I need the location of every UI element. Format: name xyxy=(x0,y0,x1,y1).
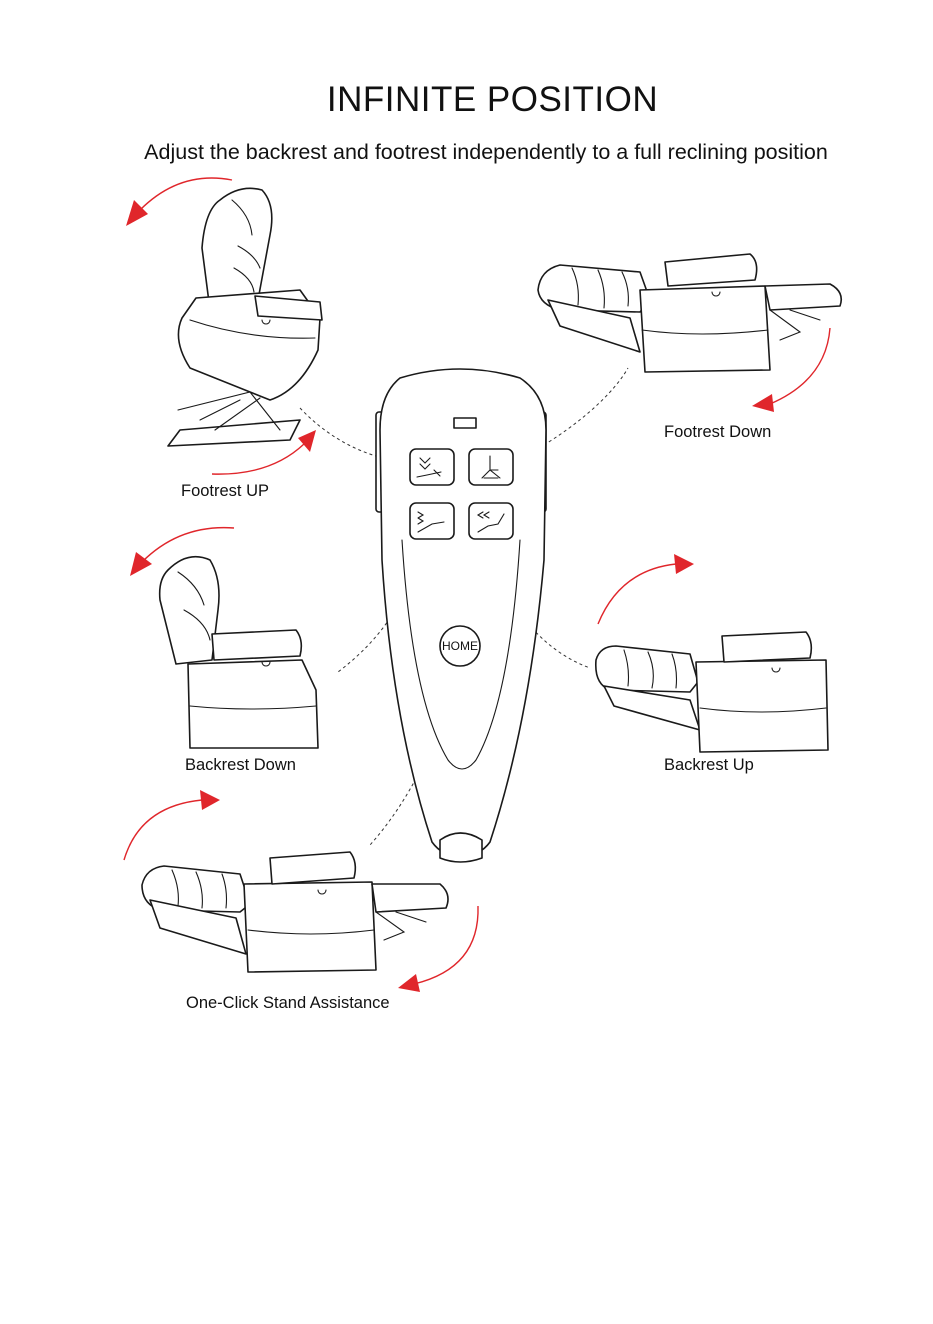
backrest-down-button[interactable] xyxy=(410,503,454,539)
arrow-backrest-up xyxy=(598,554,694,624)
home-button[interactable]: HOME xyxy=(440,626,480,666)
caption-stand-assist: One-Click Stand Assistance xyxy=(186,994,390,1013)
backrest-up-button[interactable] xyxy=(469,503,513,539)
chair-stand-assist xyxy=(142,852,448,972)
home-button-label: HOME xyxy=(442,639,478,653)
footrest-down-button[interactable] xyxy=(469,449,513,485)
chair-footrest-down xyxy=(538,254,841,372)
remote-control: HOME xyxy=(376,369,546,862)
caption-backrest-up: Backrest Up xyxy=(664,756,754,775)
footrest-up-button[interactable] xyxy=(410,449,454,485)
caption-footrest-up: Footrest UP xyxy=(181,482,269,501)
caption-footrest-down: Footrest Down xyxy=(664,423,771,442)
arrow-stand-down xyxy=(398,906,478,992)
caption-backrest-down: Backrest Down xyxy=(185,756,296,775)
arrow-stand-up xyxy=(124,790,220,860)
chair-footrest-up xyxy=(168,188,322,446)
chair-backrest-up xyxy=(596,632,828,752)
chair-backrest-down xyxy=(160,557,318,748)
